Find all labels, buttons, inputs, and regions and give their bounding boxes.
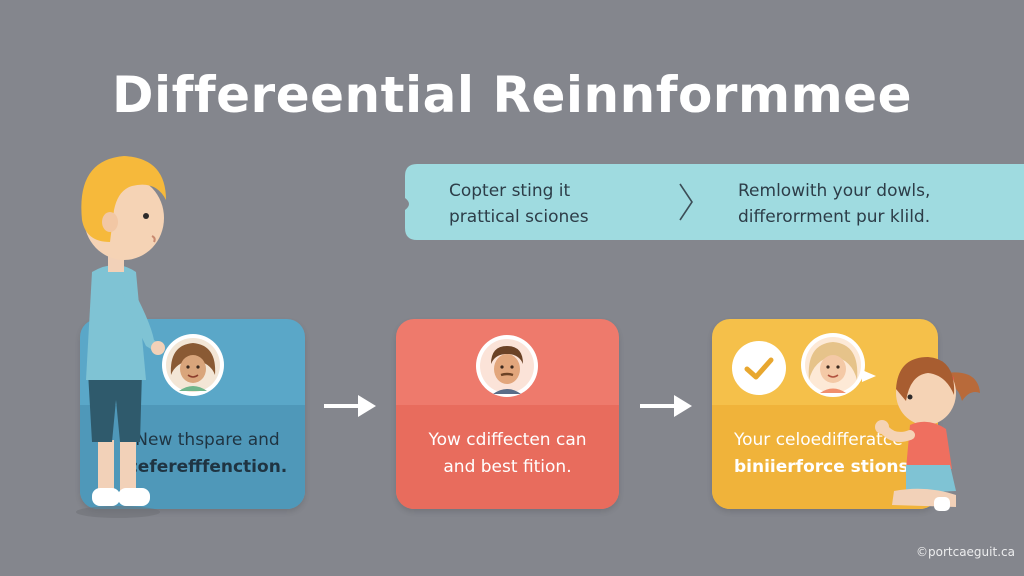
banner-left-line1: Copter sting it [449, 181, 571, 201]
watermark: ©portcaeguit.ca [916, 545, 1015, 559]
step-card-2-label: Yow cdiffecten can and best fition. [396, 427, 619, 481]
banner-right-line1: Remlowith your dowls, [738, 181, 931, 201]
arrow-right-icon [640, 395, 692, 417]
step-card-2-line2: and best fition. [443, 457, 572, 477]
banner-right-text: Remlowith your dowls, differorrment pur … [738, 178, 930, 230]
boy-figure [76, 156, 166, 518]
step-card-3-label: Your celoedifferatce biniierforce stions… [734, 427, 938, 481]
banner-left-line2: prattical sciones [449, 207, 589, 227]
banner-shape [405, 164, 1024, 240]
info-banner: Copter sting it prattical sciones Remlow… [403, 162, 1024, 242]
step-card-1-line1: New thspare and [135, 430, 280, 450]
girl-avatar-icon [162, 334, 224, 396]
step-card-3-line2: biniierforce stions. [734, 457, 916, 477]
step-card-2-line1: Yow cdiffecten can [428, 430, 587, 450]
step-card-1-label: New thspare and ceferefffenction. [80, 427, 305, 481]
page-title: Differeential Reinnformmee [112, 66, 912, 124]
step-card-2: Yow cdiffecten can and best fition. [396, 319, 619, 509]
checkmark-icon [732, 341, 786, 395]
woman-avatar-icon [801, 333, 865, 397]
card-lower-band [396, 405, 619, 509]
banner-left-text: Copter sting it prattical sciones [449, 178, 589, 230]
step-card-3-line1: Your celoedifferatce [734, 430, 903, 450]
banner-right-line2: differorrment pur klild. [738, 207, 931, 227]
step-card-1-line2: ceferefffenction. [127, 457, 288, 477]
man-avatar-icon [476, 335, 538, 397]
arrow-right-icon [324, 395, 376, 417]
speech-pointer-icon [862, 370, 876, 382]
chevron-right-icon [679, 183, 693, 221]
girl-figure [875, 357, 980, 511]
